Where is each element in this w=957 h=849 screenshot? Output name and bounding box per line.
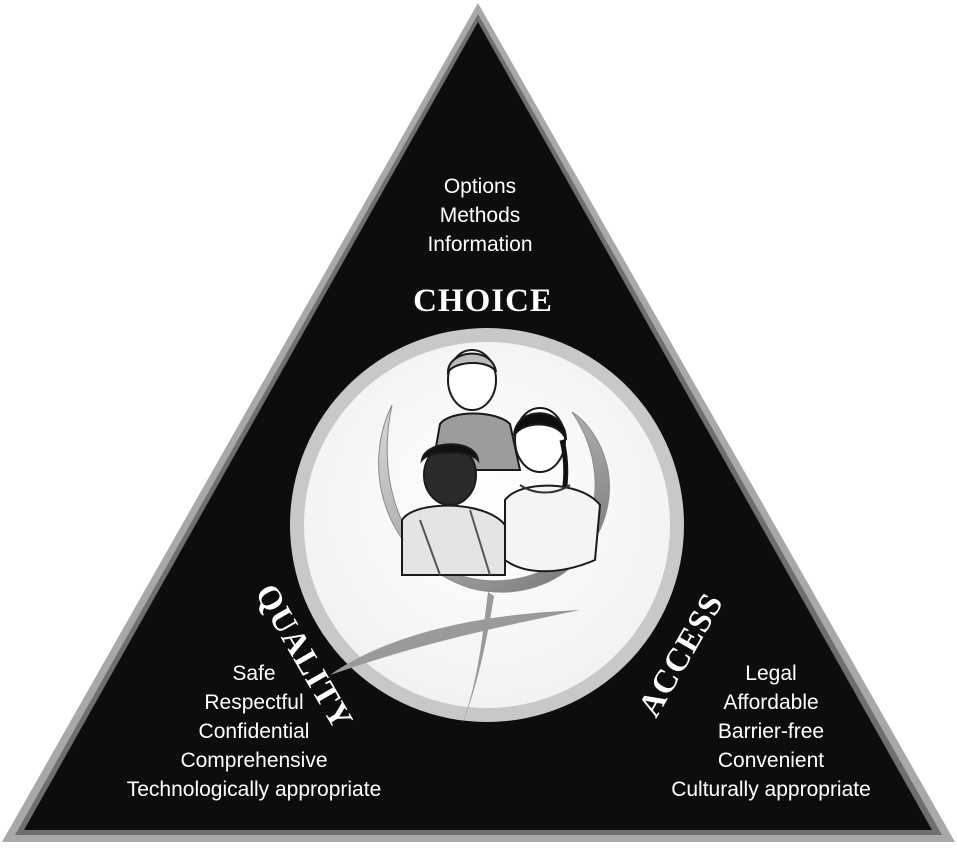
choice-item-options: Options	[444, 175, 516, 198]
quality-item-safe: Safe	[232, 662, 275, 685]
choice-item-information: Information	[427, 233, 532, 256]
quality-item-technologically-appropriate: Technologically appropriate	[127, 778, 382, 801]
access-item-barrier-free: Barrier-free	[718, 720, 824, 743]
access-item-convenient: Convenient	[718, 749, 824, 772]
access-item-legal: Legal	[745, 662, 796, 685]
access-item-affordable: Affordable	[723, 691, 818, 714]
choice-heading: CHOICE	[413, 283, 553, 319]
quality-item-confidential: Confidential	[199, 720, 310, 743]
choice-item-methods: Methods	[440, 204, 521, 227]
quality-item-respectful: Respectful	[204, 691, 303, 714]
three-women-illustration	[401, 349, 602, 576]
quality-item-comprehensive: Comprehensive	[180, 749, 327, 772]
access-item-culturally-appropriate: Culturally appropriate	[671, 778, 871, 801]
